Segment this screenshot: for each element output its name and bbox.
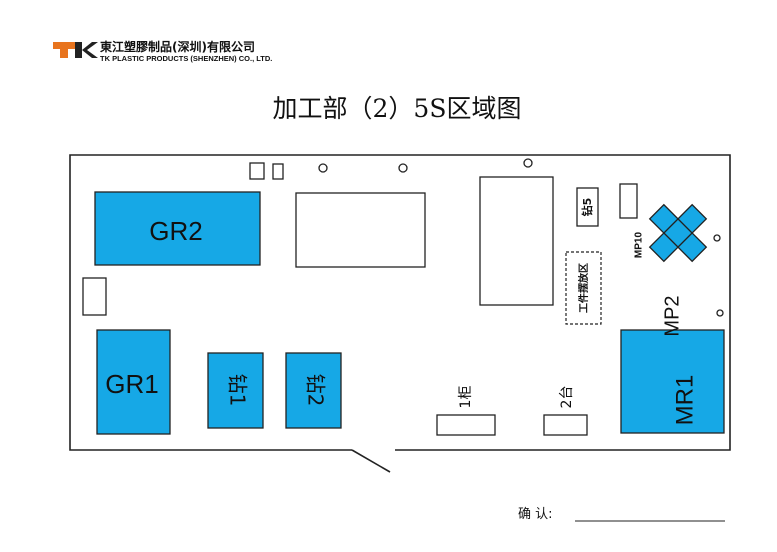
zone-drill5 [576, 187, 599, 227]
small-cabinet [619, 183, 638, 219]
table2-label: 2台 [559, 386, 575, 409]
pillar-marker [318, 163, 328, 173]
pillar-marker [716, 309, 724, 317]
page-title: 加工部（2）5S区域图 [273, 94, 522, 123]
cabinet1-label: 1柜 [458, 386, 474, 409]
zone-drill2 [285, 352, 342, 429]
zone-drill1-label: 钻1 [226, 374, 250, 407]
small-box [249, 162, 265, 180]
workpiece-area-label: 工件摆放区 [577, 263, 590, 313]
zone-drill5-label: 钻5 [580, 198, 594, 217]
zone-drill2-label: 钻2 [304, 374, 328, 407]
company-logo [53, 42, 98, 58]
zone-gr2-label: GR2 [149, 216, 202, 246]
zone-mr1 [620, 329, 725, 434]
zone-mr1-label: MR1 [671, 375, 698, 426]
zone-mp2-label: MP2 [661, 295, 683, 336]
empty-area [479, 176, 554, 306]
company-name-cn: 東江塑膠制品(深圳)有限公司 [100, 39, 255, 54]
empty-area [295, 192, 426, 268]
confirm-label: 确 认: [518, 507, 553, 522]
pillar-marker [713, 234, 721, 242]
zone-gr2 [94, 191, 261, 266]
floor-outline [69, 154, 731, 473]
zone-mp10 [648, 203, 708, 263]
pillar-marker [523, 158, 533, 168]
door [351, 449, 391, 473]
cabinet1 [436, 414, 496, 436]
zone-drill1 [207, 352, 264, 429]
pillar-marker [398, 163, 408, 173]
workpiece-area [565, 251, 602, 325]
small-box [272, 163, 284, 180]
table2 [543, 414, 588, 436]
zone-gr1 [96, 329, 171, 435]
zone-gr1-label: GR1 [105, 369, 158, 399]
small-cabinet [82, 277, 107, 316]
company-name-en: TK PLASTIC PRODUCTS (SHENZHEN) CO., LTD. [100, 54, 272, 63]
zone-mp10-label: MP10 [634, 232, 645, 259]
